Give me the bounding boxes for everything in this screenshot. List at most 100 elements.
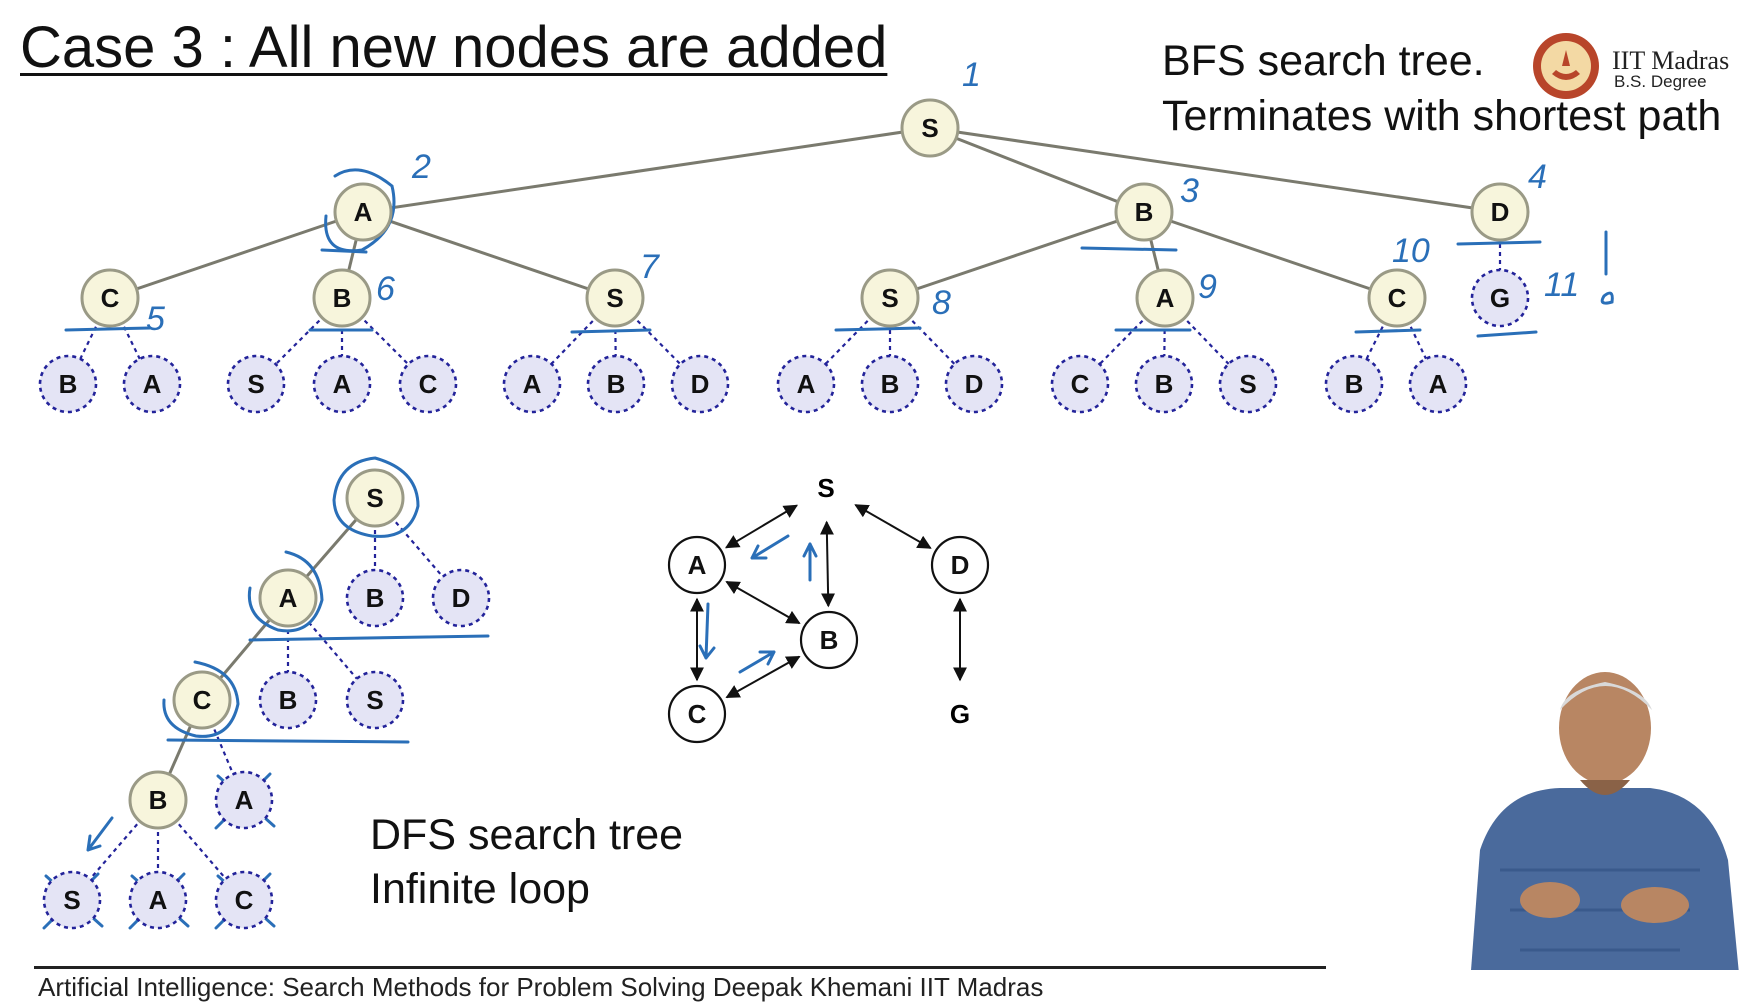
bfs-node-l3-10: D — [944, 354, 1004, 414]
bfs-order-number-9: 9 — [1198, 268, 1217, 306]
bfs-node-l3-2: S — [226, 354, 286, 414]
bfs-node-l2-0: C — [80, 268, 140, 328]
bfs-node-l3-1-label: A — [143, 369, 162, 399]
dfs-node-10: A — [128, 870, 188, 930]
bfs-node-l3-9-label: B — [881, 369, 900, 399]
graph-node-D-label: D — [951, 550, 970, 580]
graph-edge-S-D — [854, 504, 932, 549]
bfs-node-l3-15-label: A — [1429, 369, 1448, 399]
ink-circle-dfs-C — [162, 660, 240, 738]
bfs-node-l3-8: A — [776, 354, 836, 414]
bfs-node-l1-0: A — [333, 182, 393, 242]
graph-node-A: A — [667, 535, 727, 595]
dfs-node-6: S — [345, 670, 405, 730]
bfs-edge-root-2 — [929, 126, 1501, 214]
bfs-node-l3-5-label: A — [523, 369, 542, 399]
presenter-video — [1440, 670, 1762, 984]
iit-madras-logo: IIT Madras B.S. Degree — [1530, 33, 1750, 100]
graph-edge-A-B — [725, 580, 801, 625]
graph-edge-S-A — [724, 504, 799, 549]
bfs-node-l3-4: C — [398, 354, 458, 414]
bfs-node-l3-0-label: B — [59, 369, 78, 399]
bfs-order-number-4: 4 — [1528, 158, 1547, 196]
bfs-order-number-11: 11 — [1544, 266, 1579, 304]
dfs-node-8-label: A — [235, 785, 254, 815]
bfs-edge-l3-6 — [613, 297, 618, 385]
bfs-node-l3-7: D — [670, 354, 730, 414]
bfs-node-l2-4: A — [1135, 268, 1195, 328]
ink-underline-8 — [1476, 330, 1538, 338]
bfs-node-l2-1: B — [312, 268, 372, 328]
bfs-node-l1-1-label: B — [1135, 197, 1154, 227]
dfs-node-4-label: C — [193, 685, 212, 715]
ink-underline-0 — [64, 326, 152, 332]
bfs-node-l2-2: S — [585, 268, 645, 328]
bfs-node-l3-11-label: C — [1071, 369, 1090, 399]
dfs-node-8: A — [214, 770, 274, 830]
bfs-node-l3-13-label: S — [1239, 369, 1256, 399]
graph-node-D: D — [930, 535, 990, 595]
bfs-node-l3-12-label: B — [1155, 369, 1174, 399]
ink-mark-zero — [1600, 291, 1614, 305]
dfs-node-1: A — [258, 568, 318, 628]
dfs-node-4: C — [172, 670, 232, 730]
ink-underline-5 — [1354, 328, 1422, 334]
bfs-node-root: S — [900, 98, 960, 158]
bfs-node-l2-3: S — [860, 268, 920, 328]
bfs-node-l3-11: C — [1050, 354, 1110, 414]
graph-node-A-label: A — [688, 550, 707, 580]
dfs-edge-11 — [157, 799, 245, 901]
bfs-node-l2-4-label: A — [1156, 283, 1175, 313]
bfs-node-l3-6: B — [586, 354, 646, 414]
bfs-order-number-10: 10 — [1392, 232, 1430, 270]
bfs-node-l1-2-label: D — [1491, 197, 1510, 227]
bfs-node-l3-5: A — [502, 354, 562, 414]
bfs-node-l3-10-label: D — [965, 369, 984, 399]
bfs-node-l2-6-label: G — [1490, 283, 1510, 313]
dfs-node-3: D — [431, 568, 491, 628]
bfs-node-l3-7-label: D — [691, 369, 710, 399]
bfs-edge-l2-2 — [362, 210, 616, 300]
bfs-note: BFS search tree. Terminates with shortes… — [1162, 34, 1721, 144]
tree-edges — [67, 126, 1502, 901]
dfs-node-9: S — [42, 870, 102, 930]
dfs-node-7: B — [128, 770, 188, 830]
dfs-note-line2: Infinite loop — [370, 865, 590, 913]
bfs-order-number-5: 5 — [146, 300, 165, 338]
bfs-edge-root-1 — [929, 126, 1145, 214]
dfs-node-1-label: A — [279, 583, 298, 613]
bfs-node-l2-5-label: C — [1388, 283, 1407, 313]
graph-edge-C-B — [725, 655, 801, 699]
bfs-node-l2-1-label: B — [333, 283, 352, 313]
ink-arrow-graph-3 — [738, 650, 776, 674]
footer-divider — [34, 966, 1326, 969]
dfs-node-11-label: C — [235, 885, 254, 915]
bfs-note-line2: Terminates with shortest path — [1162, 92, 1722, 140]
dfs-node-5-label: B — [279, 685, 298, 715]
ink-arrow-graph-1 — [750, 534, 790, 560]
bfs-node-l3-12: B — [1134, 354, 1194, 414]
ink-arrow-graph-4 — [802, 542, 818, 582]
bfs-node-l3-6-label: B — [607, 369, 626, 399]
bfs-edge-root-0 — [362, 126, 931, 214]
logo-line1: IIT Madras — [1612, 46, 1730, 75]
bfs-order-number-6: 6 — [376, 270, 395, 308]
graph-node-C: C — [667, 684, 727, 744]
logo-seal-icon — [1533, 33, 1599, 99]
bfs-node-l1-1: B — [1114, 182, 1174, 242]
bfs-edge-l3-12 — [1162, 297, 1167, 385]
bfs-node-l3-14: B — [1324, 354, 1384, 414]
dfs-note-line1: DFS search tree — [370, 811, 684, 859]
ink-underline-2 — [570, 328, 652, 334]
bfs-node-l2-2-label: S — [606, 283, 623, 313]
bfs-order-number-3: 3 — [1180, 172, 1199, 210]
graph-edge-S-B — [819, 520, 836, 608]
ink-underline-9 — [320, 248, 368, 254]
ink-arrow-dfs — [86, 816, 114, 852]
bfs-node-l3-8-label: A — [797, 369, 816, 399]
ink-underline-6 — [1456, 240, 1542, 246]
bfs-order-number-8: 8 — [932, 284, 951, 322]
